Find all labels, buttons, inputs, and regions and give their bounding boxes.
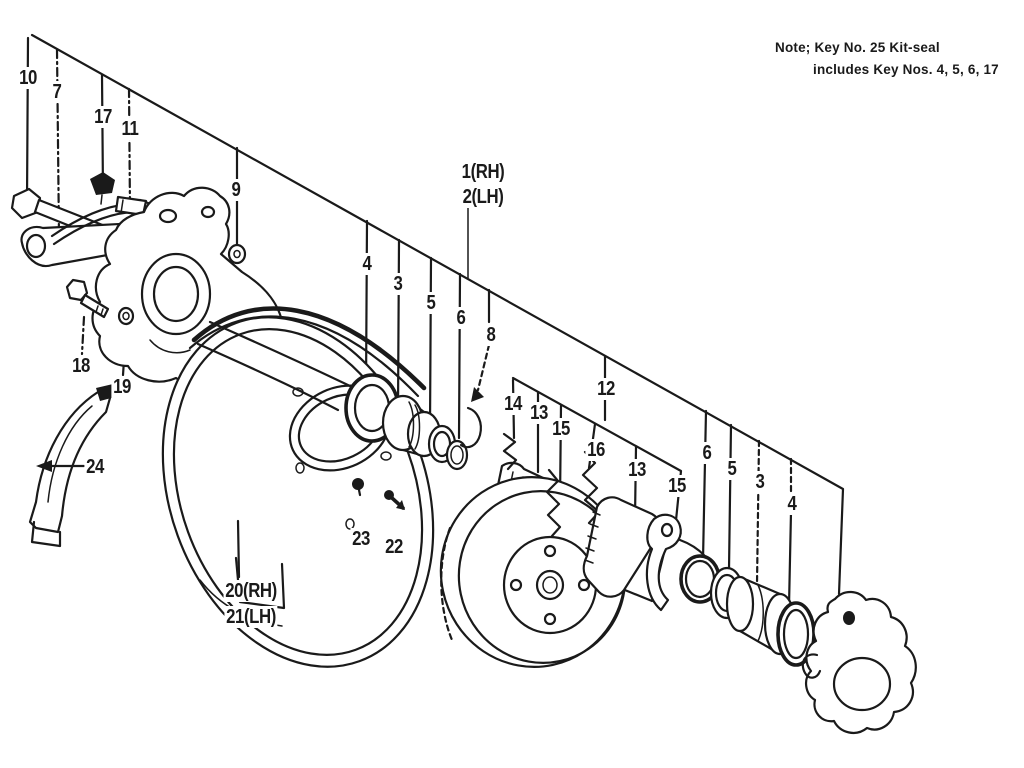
part-callout-18: 18 bbox=[70, 355, 92, 377]
part-callout-15: 15 bbox=[666, 475, 688, 497]
caliper-body-drawing bbox=[801, 590, 917, 734]
part-callout-1rh: 1(RH) bbox=[459, 161, 507, 183]
part-callout-2lh: 2(LH) bbox=[460, 186, 506, 208]
part-callout-4: 4 bbox=[785, 493, 799, 515]
snap-ring-drawing bbox=[459, 406, 482, 449]
part-callout-8: 8 bbox=[484, 324, 498, 346]
part-callout-19: 19 bbox=[111, 376, 133, 398]
piston-boot-drawing bbox=[776, 601, 816, 667]
part-callout-13: 13 bbox=[626, 459, 648, 481]
part-callout-16: 16 bbox=[585, 439, 607, 461]
part-callout-24: 24 bbox=[84, 456, 106, 478]
outer-pad-drawing bbox=[582, 496, 662, 598]
part-callout-21lh: 21(LH) bbox=[224, 606, 278, 628]
washer-9-drawing bbox=[227, 243, 247, 265]
part-callout-10: 10 bbox=[17, 67, 39, 89]
note-line-2: includes Key Nos. 4, 5, 6, 17 bbox=[813, 61, 999, 77]
part-callout-14: 14 bbox=[502, 393, 524, 415]
part-callout-13: 13 bbox=[528, 402, 550, 424]
part-callout-7: 7 bbox=[50, 81, 64, 103]
part-callout-5: 5 bbox=[424, 292, 438, 314]
part-callout-23: 23 bbox=[350, 528, 372, 550]
washer-19-drawing bbox=[117, 306, 135, 326]
leader-lines-front bbox=[36, 460, 241, 579]
part-callout-3: 3 bbox=[753, 471, 767, 493]
part-callout-5: 5 bbox=[725, 458, 739, 480]
part-callout-22: 22 bbox=[383, 536, 405, 558]
part-callout-20rh: 20(RH) bbox=[223, 580, 279, 602]
part-callout-15: 15 bbox=[550, 418, 572, 440]
bolt-23-drawing bbox=[352, 478, 364, 497]
seal-stack-drawing bbox=[344, 373, 469, 471]
hose-clip-drawing bbox=[90, 172, 115, 205]
part-callout-6: 6 bbox=[700, 442, 714, 464]
pad-wear-indicator-drawing bbox=[502, 432, 518, 471]
part-callout-9: 9 bbox=[229, 179, 243, 201]
bolt-22-drawing bbox=[384, 490, 405, 510]
diagram-note: Note; Key No. 25 Kit-seal includes Key N… bbox=[775, 40, 999, 77]
part-callout-4: 4 bbox=[360, 253, 374, 275]
note-line-1: Note; Key No. 25 Kit-seal bbox=[775, 40, 940, 55]
part-callout-17: 17 bbox=[92, 106, 114, 128]
spindle-drawing bbox=[196, 320, 352, 412]
part-callout-6: 6 bbox=[454, 307, 468, 329]
baffle-plate-24-drawing bbox=[28, 384, 115, 548]
part-callout-12: 12 bbox=[595, 378, 617, 400]
part-callout-11: 11 bbox=[119, 118, 141, 140]
bolt-18-drawing bbox=[65, 278, 110, 319]
leader-lines-back bbox=[25, 33, 845, 608]
part-callout-3: 3 bbox=[391, 273, 405, 295]
